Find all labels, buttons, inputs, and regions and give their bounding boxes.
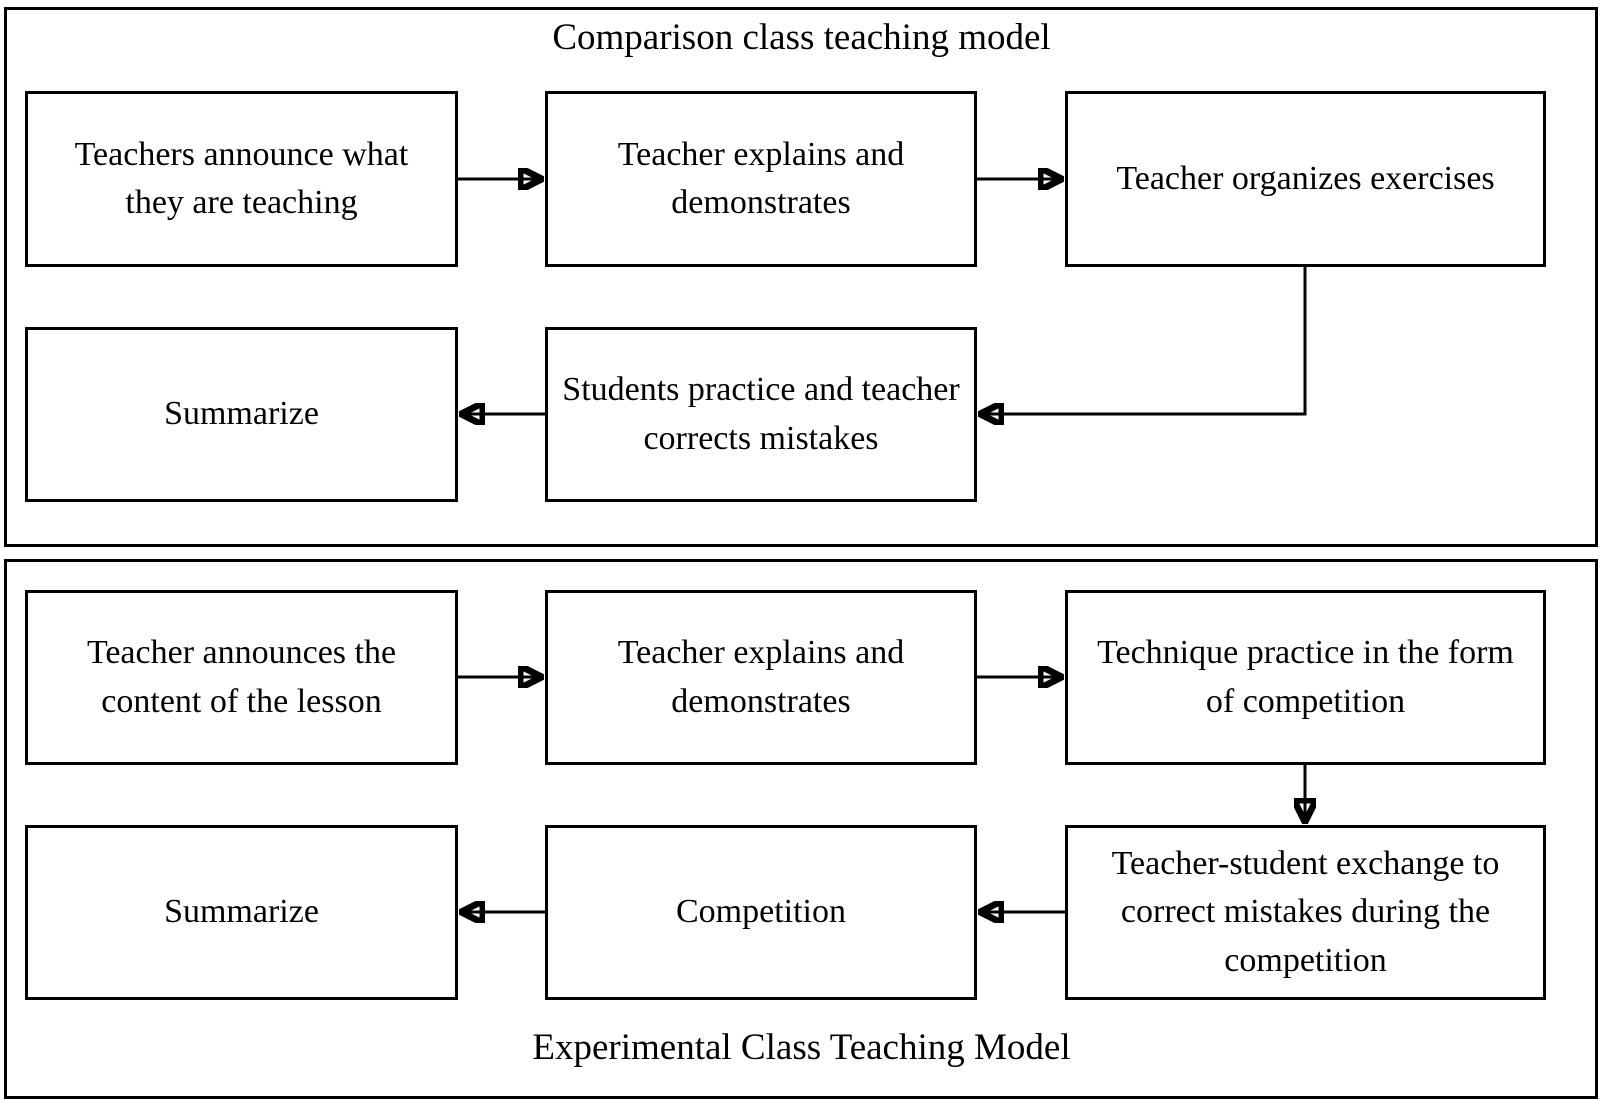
box-teacher-organizes-exercises: Teacher organizes exercises bbox=[1065, 91, 1546, 267]
box-competition: Competition bbox=[545, 825, 977, 1000]
box-teacher-student-exchange: Teacher-student exchange to correct mist… bbox=[1065, 825, 1546, 1000]
box-teacher-announces-content: Teacher announces the content of the les… bbox=[25, 590, 458, 765]
box-teachers-announce: Teachers announce what they are teaching bbox=[25, 91, 458, 267]
box-students-practice: Students practice and teacher corrects m… bbox=[545, 327, 977, 502]
comparison-model-title: Comparison class teaching model bbox=[552, 17, 1051, 58]
box-summarize-top: Summarize bbox=[25, 327, 458, 502]
box-teacher-explains-top: Teacher explains and demonstrates bbox=[545, 91, 977, 267]
box-technique-practice: Technique practice in the form of compet… bbox=[1065, 590, 1546, 765]
box-summarize-bottom: Summarize bbox=[25, 825, 458, 1000]
box-teacher-explains-bottom: Teacher explains and demonstrates bbox=[545, 590, 977, 765]
experimental-model-title: Experimental Class Teaching Model bbox=[532, 1027, 1071, 1068]
